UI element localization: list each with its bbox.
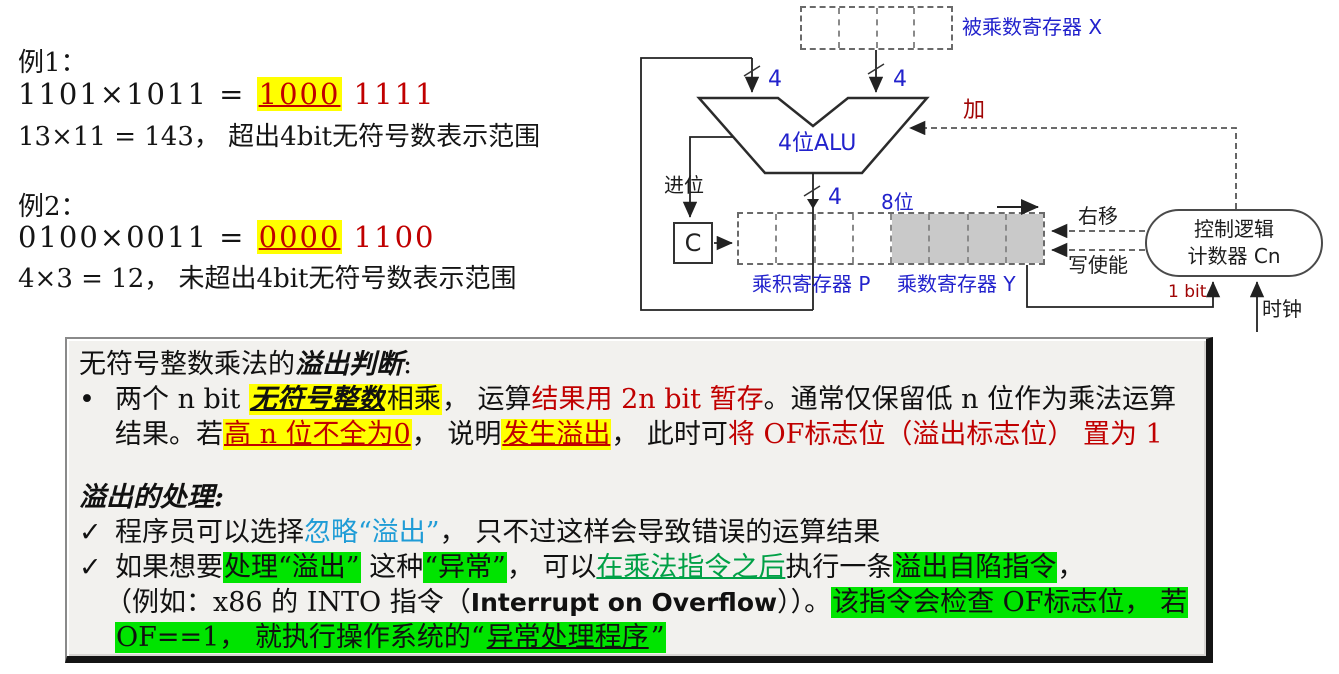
example1-equation: 1101×1011 = 1000 1111	[18, 77, 435, 111]
register-p-cell	[816, 214, 854, 263]
overflow-panel: 无符号整数乘法的溢出判断: • 两个 n bit 无符号整数相乘， 运算结果用 2…	[65, 337, 1213, 663]
b1-highlight-high-bits: 高 n 位不全为0	[223, 419, 412, 450]
c2-green-handle: 处理“溢出”	[223, 552, 361, 583]
c2-text: ， 可以	[506, 552, 597, 583]
c3-into-expansion: Interrupt on Overflow	[470, 588, 778, 617]
example2-operands: 0100×0011 =	[18, 220, 257, 254]
c1-text: 程序员可以选择	[115, 517, 304, 548]
bus-tick	[867, 63, 885, 75]
register-p-label: 乘积寄存器 P	[752, 272, 871, 296]
check1-line: ✓ 程序员可以选择忽略“溢出”， 只不过这样会导致错误的运算结果	[79, 515, 1206, 550]
example2-equation: 0100×0011 = 0000 1100	[18, 220, 435, 254]
handling-title-text: 溢出的处理:	[79, 482, 224, 513]
example1-note: 13×11 = 143， 超出4bit无符号数表示范围	[18, 122, 541, 152]
b1-text: 。通常仅保留低 n 位作为乘法运算	[763, 384, 1177, 415]
c2-green-exception: “异常”	[423, 552, 507, 583]
example1-low-nibble: 1111	[342, 77, 436, 111]
register-p-y	[737, 212, 1045, 265]
example2-high-nibble: 0000	[256, 220, 343, 254]
panel-title: 无符号整数乘法的溢出判断:	[79, 347, 1206, 382]
b1-highlight-overflow: 发生溢出	[501, 419, 612, 450]
control-logic-line1: 控制逻辑	[1194, 217, 1274, 241]
check-marker: ✓	[79, 552, 102, 583]
bus-width-4-right: 4	[893, 67, 907, 92]
register-p-cell	[854, 214, 892, 263]
add-label: 加	[963, 98, 986, 123]
c3-text: （例如：x86 的 INTO 指令（	[105, 587, 471, 618]
b1-highlight-unsigned: 无符号整数	[248, 384, 386, 415]
register-x-cell	[915, 8, 951, 48]
example1-label: 例1：	[18, 48, 87, 78]
c3-green-check-of: 该指令会检查 OF标志位， 若	[831, 587, 1189, 618]
panel-title-text: 无符号整数乘法的	[79, 349, 295, 380]
bus-width-4-out: 4	[828, 185, 842, 210]
register-y-cell	[1006, 214, 1043, 263]
example1-operands: 1101×1011 =	[18, 77, 257, 111]
register-x-label: 被乘数寄存器 X	[962, 15, 1103, 39]
c2-text: ，	[1057, 552, 1085, 583]
register-x-cell	[802, 8, 840, 48]
c4-green-of1: OF==1， 就执行操作系统的“	[115, 622, 486, 653]
c2-text: 执行一条	[785, 552, 894, 583]
register-x	[800, 6, 953, 50]
one-bit-label: 1 bit	[1168, 282, 1207, 302]
b1-highlight-multiply: 相乘	[385, 384, 442, 415]
check2-line: ✓ 如果想要处理“溢出” 这种“异常”， 可以在乘法指令之后执行一条溢出自陷指令，	[79, 550, 1206, 585]
c1-text: ， 只不过这样会导致错误的运算结果	[439, 517, 881, 548]
register-y-cell	[968, 214, 1007, 263]
example1-high-nibble: 1000	[256, 77, 343, 111]
bus-tick	[743, 65, 761, 77]
c4-green-handler: 异常处理程序	[485, 622, 650, 653]
example2-label: 例2：	[18, 192, 87, 222]
bullet1-line1: • 两个 n bit 无符号整数相乘， 运算结果用 2n bit 暂存。通常仅保留…	[79, 382, 1206, 417]
c3-text: ））。	[777, 587, 832, 618]
register-x-cell	[840, 8, 878, 48]
bullet-marker: •	[79, 384, 95, 415]
c2-green-trap: 溢出自陷指令	[893, 552, 1058, 583]
register-y-label: 乘数寄存器 Y	[897, 272, 1016, 296]
example2-low-nibble: 1100	[342, 220, 436, 254]
right-shift-label: 右移	[1078, 204, 1118, 228]
bus-width-8: 8位	[881, 190, 914, 214]
write-enable-label: 写使能	[1068, 253, 1128, 277]
add-control-wire	[909, 120, 1237, 209]
c2-text: 如果想要	[115, 552, 223, 583]
b1-text: ， 运算	[441, 384, 532, 415]
check2-line2: （例如：x86 的 INTO 指令（Interrupt on Overflow）…	[79, 585, 1206, 620]
bus-width-4-left: 4	[768, 67, 782, 92]
c1-blue-ignore: 忽略“溢出”	[304, 517, 440, 548]
register-y-cell	[930, 214, 969, 263]
bus-alu-out-arrow	[807, 199, 819, 209]
bullet1-line2: 结果。若高 n 位不全为0， 说明发生溢出， 此时可将 OF标志位（溢出标志位）…	[79, 417, 1206, 452]
carry-flipflop: C	[673, 222, 713, 264]
b1-red-2nbit: 结果用 2n bit 暂存	[531, 384, 764, 415]
b1-red-of-flag: 将 OF标志位（溢出标志位） 置为 1	[727, 419, 1163, 450]
panel-spacer	[79, 452, 1206, 480]
b1-text: ， 说明	[411, 419, 502, 450]
register-p-cell	[777, 214, 816, 263]
handling-title: 溢出的处理:	[79, 480, 1206, 515]
control-logic-box: 控制逻辑 计数器 Cn	[1145, 209, 1323, 277]
c2-green-after-mul: 在乘法指令之后	[596, 552, 786, 583]
b1-text: ， 此时可	[611, 419, 728, 450]
bus-tick	[803, 185, 821, 197]
check-marker: ✓	[79, 517, 102, 548]
check2-line3: OF==1， 就执行操作系统的“异常处理程序”	[79, 620, 1206, 655]
c2-text: 这种	[360, 552, 424, 583]
b1-text: 两个 n bit	[115, 384, 249, 415]
panel-title-em: 溢出判断	[295, 349, 403, 380]
register-y-cell	[892, 214, 931, 263]
c4-green-quote: ”	[649, 622, 666, 653]
example2-note: 4×3 = 12， 未超出4bit无符号数表示范围	[18, 264, 517, 294]
control-logic-line2: 计数器 Cn	[1187, 244, 1281, 268]
register-p-cell	[739, 214, 778, 263]
carry-label: 进位	[664, 173, 704, 197]
clock-label: 时钟	[1262, 297, 1302, 321]
register-x-cell	[878, 8, 916, 48]
alu-label: 4位ALU	[778, 131, 857, 156]
panel-title-colon: :	[403, 349, 413, 380]
b1-text: 结果。若	[115, 419, 223, 450]
